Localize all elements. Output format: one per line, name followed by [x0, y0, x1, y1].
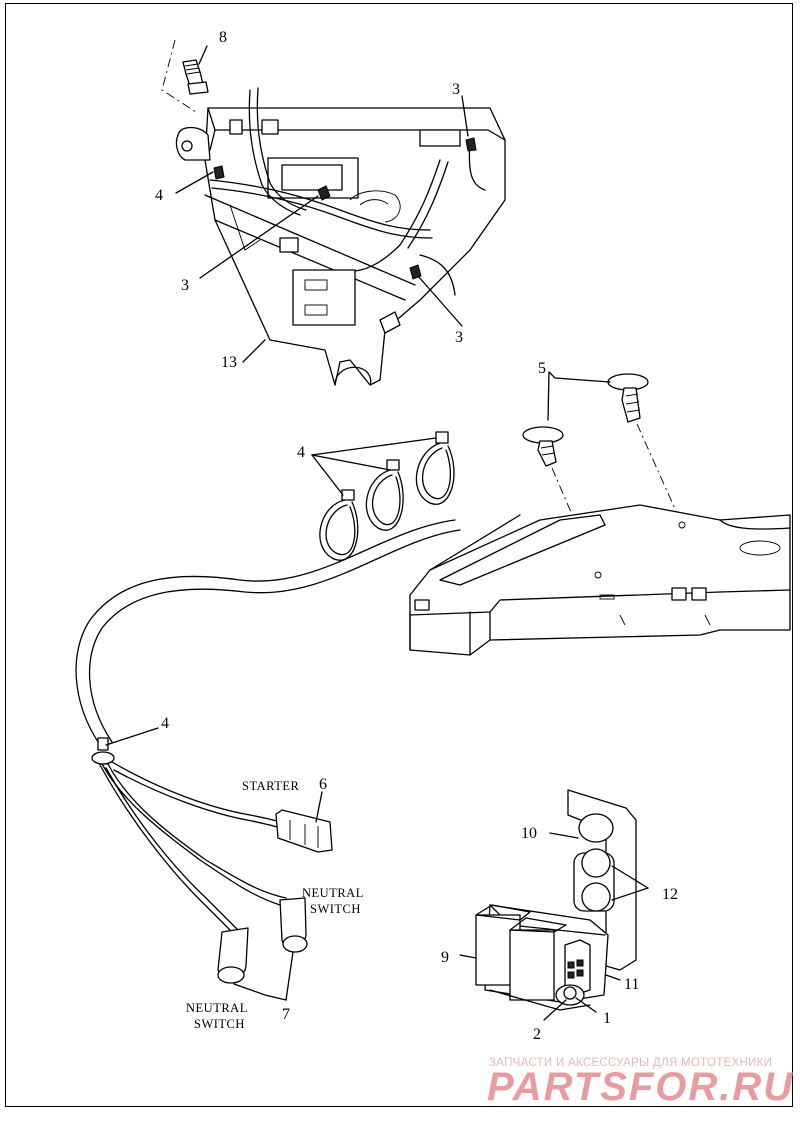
callout-8: 8 — [219, 29, 227, 46]
callout-9: 9 — [441, 949, 449, 966]
screw-8 — [161, 39, 209, 113]
callout-10: 10 — [521, 825, 537, 842]
relay-bracket-10 — [567, 789, 637, 971]
starter-label: STARTER — [242, 779, 299, 793]
callout-4: 4 — [155, 187, 163, 204]
callout-13: 13 — [221, 354, 237, 371]
starter-connector-6 — [275, 809, 333, 853]
callout-2: 2 — [533, 1026, 541, 1043]
frame-rail — [409, 504, 791, 656]
wire-harness — [75, 519, 461, 933]
callout-1: 1 — [603, 1010, 611, 1027]
watermark-tagline: ЗАПЧАСТИ И АКСЕССУАРЫ ДЛЯ МОТОТЕХНИКИ — [489, 1057, 772, 1069]
neutral-switch-label-right: SWITCH — [310, 902, 361, 916]
callout-3: 3 — [455, 329, 463, 346]
text-labels: STARTER NEUTRAL SWITCH NEUTRAL SWITCH — [186, 779, 364, 1031]
callout-11: 11 — [624, 976, 639, 993]
neutral-switch-label-left: SWITCH — [194, 1017, 245, 1031]
diagram-frame — [5, 3, 793, 1107]
leader-lines — [105, 45, 649, 1021]
watermark-logo: PARTSFOR.RU — [487, 1065, 794, 1109]
callout-4: 4 — [161, 715, 169, 732]
callout-12: 12 — [662, 886, 678, 903]
callout-4: 4 — [297, 444, 305, 461]
cable-ties-4 — [319, 431, 455, 561]
callout-5: 5 — [538, 360, 546, 377]
upper-bracket-assembly — [175, 87, 506, 386]
neutral-switch-terminals-7 — [217, 897, 308, 984]
relay-block-9 — [475, 904, 609, 1011]
callout-numbers: 8 3 4 3 3 13 5 4 4 6 10 12 9 11 1 2 7 — [155, 29, 678, 1043]
watermark: ЗАПЧАСТИ И АКСЕССУАРЫ ДЛЯ МОТОТЕХНИКИ PA… — [487, 1057, 794, 1109]
neutral-switch-label-left: NEUTRAL — [186, 1001, 248, 1015]
neutral-switch-label-right: NEUTRAL — [302, 886, 364, 900]
callout-6: 6 — [319, 776, 327, 793]
callout-3: 3 — [452, 81, 460, 98]
callout-7: 7 — [282, 1006, 290, 1023]
callout-3: 3 — [181, 277, 189, 294]
